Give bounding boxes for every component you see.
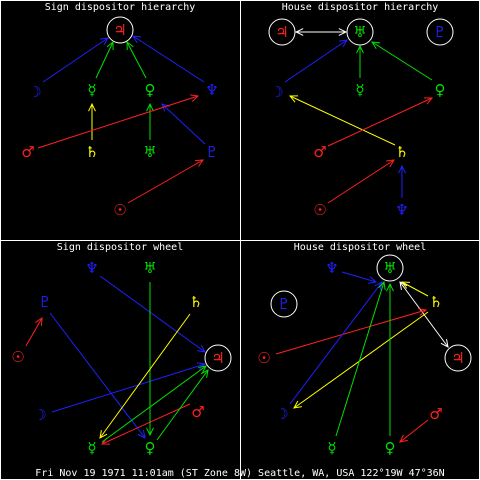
- mars-glyph: ♂: [429, 405, 442, 423]
- sun-saturn-link: [275, 308, 428, 355]
- uranus-final-dispositor-circle: [346, 18, 374, 46]
- moon-jupiter-link: [51, 362, 207, 413]
- moon-uranus-link: [289, 281, 383, 405]
- sun-pluto-link: [25, 317, 43, 347]
- chart-info-footer: Fri Nov 19 1971 11:01am (ST Zone 8W) Sea…: [35, 468, 444, 479]
- uranus-glyph: ♅: [383, 259, 396, 277]
- mercury-uranus-link: [335, 280, 386, 437]
- uranus-venus-link: [146, 102, 154, 140]
- uranus-final-dispositor-circle: [376, 254, 404, 282]
- jupiter-glyph: ♃: [451, 349, 464, 367]
- mars-venus-link: [399, 419, 429, 443]
- panel-title-sign-wheel: Sign dispositor wheel: [57, 242, 183, 253]
- panel-title-sign-hierarchy: Sign dispositor hierarchy: [45, 2, 196, 13]
- uranus-glyph: ♅: [143, 259, 156, 277]
- sun-pluto-link: [127, 159, 204, 204]
- saturn-moon-link: [293, 311, 429, 409]
- saturn-mercury-link: [99, 313, 191, 439]
- pluto-venus-link: [49, 312, 146, 439]
- mars-glyph: ♂: [21, 143, 34, 161]
- mars-glyph: ♂: [191, 403, 204, 421]
- uranus-glyph: ♅: [353, 23, 366, 41]
- neptune-uranus-link: [341, 271, 378, 284]
- jupiter-final-dispositor-circle: [204, 344, 232, 372]
- panel-title-house-wheel: House dispositor wheel: [294, 242, 426, 253]
- saturn-glyph: ♄: [429, 293, 442, 311]
- venus-uranus-link: [386, 282, 394, 436]
- mars-glyph: ♂: [313, 143, 326, 161]
- saturn-glyph: ♄: [395, 143, 408, 161]
- neptune-glyph: ♆: [85, 259, 98, 277]
- moon-glyph: ☽: [275, 405, 288, 423]
- neptune-saturn-link: [398, 164, 406, 198]
- neptune-jupiter-link: [132, 35, 205, 83]
- pluto-final-dispositor-circle: [426, 18, 454, 46]
- mercury-glyph: ☿: [87, 81, 96, 99]
- saturn-moon-link: [288, 95, 396, 146]
- mercury-uranus-link: [356, 44, 364, 78]
- neptune-glyph: ♆: [395, 201, 408, 219]
- sun-glyph: ☉: [313, 201, 326, 219]
- final-dispositor-circles: [106, 16, 472, 372]
- venus-glyph: ♀: [385, 439, 396, 457]
- pluto-glyph: ♇: [205, 143, 218, 161]
- mercury-glyph: ☿: [87, 439, 96, 457]
- planet-glyphs: ♃ ☽ ☿ ♀ ♆ ♂ ♄ ♅ ♇ ☉ ♃ ♅ ♇ ☽ ☿ ♀ ♂ ♄ ☉ ♆ ♆ ♅ ♇ ♄ ☉ ♃ ☽ ♂ ☿ ♀ ♆ ♅ ♇ ♄ ☉ ♃ ☽ ♂ ☿ ♀: [11, 21, 464, 457]
- neptune-jupiter-link: [99, 275, 206, 353]
- mars-neptune-link: [37, 94, 200, 149]
- sun-glyph: ☉: [257, 349, 270, 367]
- pluto-glyph: ♇: [38, 293, 51, 311]
- venus-jupiter-link: [126, 40, 147, 79]
- jupiter-glyph: ♃: [113, 21, 126, 39]
- sun-saturn-link: [327, 159, 395, 204]
- saturn-glyph: ♄: [85, 143, 98, 161]
- sun-glyph: ☉: [11, 348, 24, 366]
- mercury-jupiter-link: [95, 40, 114, 79]
- mercury-glyph: ☿: [327, 439, 336, 457]
- neptune-glyph: ♆: [325, 259, 338, 277]
- venus-jupiter-link: [156, 369, 209, 441]
- saturn-uranus-link: [400, 281, 429, 297]
- uranus-venus-link: [146, 282, 154, 437]
- neptune-glyph: ♆: [205, 81, 218, 99]
- panel-title-house-hierarchy: House dispositor hierarchy: [282, 2, 439, 13]
- venus-glyph: ♀: [145, 81, 156, 99]
- moon-glyph: ☽: [33, 406, 46, 424]
- venus-uranus-link: [371, 41, 433, 81]
- jupiter-final-dispositor-circle: [444, 344, 472, 372]
- moon-uranus-link: [284, 39, 348, 83]
- mercury-jupiter-link: [101, 365, 207, 443]
- moon-glyph: ☽: [28, 83, 41, 101]
- venus-glyph: ♀: [435, 81, 446, 99]
- moon-glyph: ☽: [270, 83, 283, 101]
- jupiter-final-dispositor-circle: [268, 18, 296, 46]
- mars-venus-link: [327, 97, 434, 147]
- jupiter-glyph: ♃: [275, 23, 288, 41]
- venus-glyph: ♀: [145, 439, 156, 457]
- jupiter-final-dispositor-circle: [106, 16, 134, 44]
- saturn-glyph: ♄: [189, 293, 202, 311]
- jupiter-glyph: ♃: [211, 349, 224, 367]
- pluto-final-dispositor-circle: [270, 290, 298, 318]
- pluto-venus-link: [161, 103, 206, 145]
- pluto-glyph: ♇: [277, 295, 290, 313]
- mercury-glyph: ☿: [355, 81, 364, 99]
- saturn-mercury-link: [88, 102, 96, 140]
- pluto-glyph: ♇: [433, 23, 446, 41]
- sun-glyph: ☉: [113, 201, 126, 219]
- dispositor-links: [25, 28, 449, 445]
- moon-jupiter-link: [42, 37, 109, 83]
- jupiter-uranus-link: [294, 28, 348, 36]
- uranus-glyph: ♅: [143, 143, 156, 161]
